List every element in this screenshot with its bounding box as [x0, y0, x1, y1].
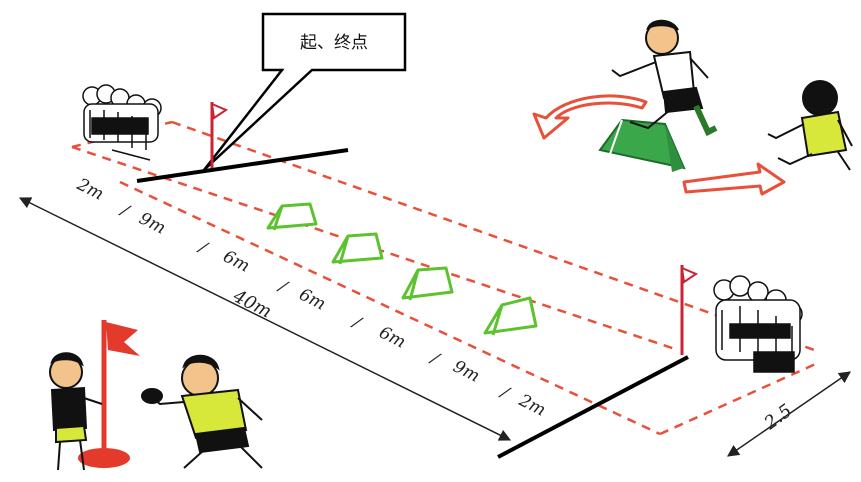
svg-text:/: / [194, 237, 212, 259]
hurdle-2 [331, 232, 384, 265]
finish-line [497, 355, 689, 459]
hurdles [266, 202, 538, 336]
svg-text:/: / [116, 200, 134, 222]
start-line [136, 148, 349, 183]
segment-label: 9m [450, 357, 483, 387]
running-kid-right [767, 80, 853, 171]
running-kid-yellow [141, 354, 263, 469]
segment-label: 2m [73, 174, 107, 205]
straight-arrow-icon [682, 162, 786, 196]
svg-text:/: / [496, 382, 514, 404]
red-flag-icon [106, 322, 140, 356]
svg-text:/: / [274, 276, 292, 298]
segment-label: 6m [296, 285, 329, 315]
finish-flag-pole [680, 265, 699, 355]
length-dimension-line [18, 197, 512, 441]
segment-label: 6m [220, 247, 253, 277]
jumping-runner [611, 19, 718, 137]
lane-width-dimension: 2.5 [727, 371, 851, 457]
segment-label: 2m [515, 390, 549, 421]
flag-base [78, 448, 130, 468]
total-length-label: 40m [229, 285, 275, 322]
svg-text:/: / [426, 348, 444, 370]
finish-team-group [713, 275, 803, 373]
segment-label: 6m [376, 323, 409, 353]
jump-arrows [532, 94, 786, 196]
big-hurdle [598, 118, 686, 172]
flag-pole-kids [78, 320, 140, 468]
hurdle-3 [401, 266, 454, 301]
hurdle-1 [266, 202, 318, 231]
start-finish-callout: 起、终点 [203, 12, 407, 171]
callout-label: 起、终点 [300, 33, 368, 53]
hurdle-4 [483, 296, 538, 336]
start-flag-pole [210, 102, 229, 168]
svg-text:/: / [348, 312, 366, 334]
segment-label: 9m [136, 209, 169, 239]
curved-arrow-icon [532, 94, 648, 140]
start-team-group [82, 84, 162, 161]
baton-icon [141, 388, 163, 404]
standing-kid-left [49, 352, 103, 471]
